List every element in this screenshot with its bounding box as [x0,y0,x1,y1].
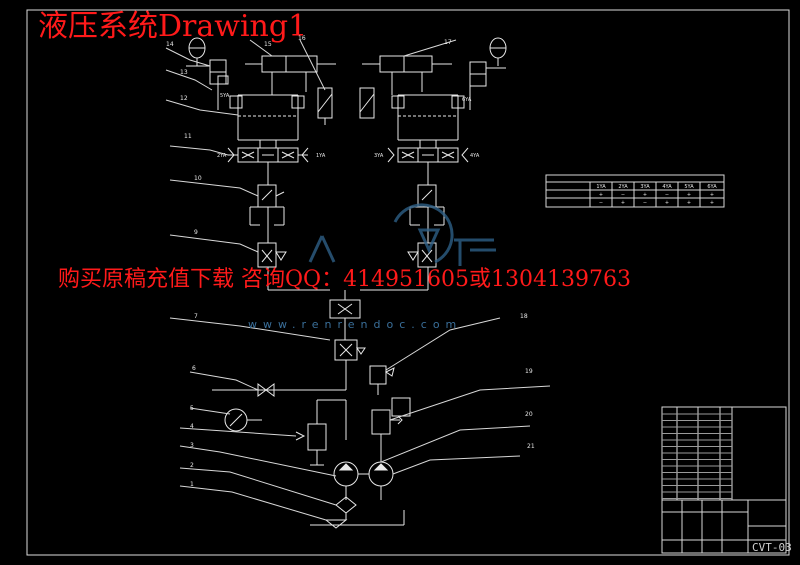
callout-4: 4 [190,423,194,430]
callout-16: 16 [298,35,306,42]
right-cylinder-group [362,37,507,110]
table-cell: + [687,200,691,206]
callout-1: 1 [190,481,194,488]
right-valve-block [359,87,465,148]
callout-labels: 14 13 12 11 10 9 7 6 5 4 3 2 1 15 16 17 … [166,35,535,488]
logo-watermark [308,203,496,266]
title-block [661,406,787,554]
solenoid-3ya: 3YA [374,153,384,159]
drawing-title: 液压系统Drawing1 [38,9,308,44]
table-header-2ya: 2YA [618,184,628,190]
left-check-valve [209,59,227,73]
solenoid-labels: 5YA 6YA 2YA 1YA 3YA 4YA [217,93,480,159]
table-header-1ya: 1YA [596,184,606,190]
solenoid-4ya: 4YA [470,153,480,159]
title-block-rows [662,413,732,499]
callout-2: 2 [190,462,194,469]
callout-14: 14 [166,41,174,48]
table-cell: + [621,200,625,206]
callout-17: 17 [444,39,452,46]
central-valve [329,290,361,340]
left-relief-valve [257,242,330,291]
left-valve-block [229,87,333,148]
callout-6: 6 [192,365,196,372]
table-cell: + [710,192,714,198]
callout-11: 11 [184,133,192,140]
filter-and-tank [310,496,405,529]
callout-19: 19 [525,368,533,375]
solenoid-2ya: 2YA [217,153,227,159]
solenoid-6ya: 6YA [462,97,472,103]
right-throttle-valve [409,184,445,243]
right-directional-valve [387,147,469,185]
pump-group [333,461,394,500]
callout-18: 18 [520,313,528,320]
main-relief-valve [295,399,347,466]
purchase-watermark: 购买原稿充值下载 咨询QQ：414951605或1304139763 [58,267,632,292]
table-cell: + [687,192,691,198]
table-cell: − [621,192,625,198]
table-cell: + [643,192,647,198]
callout-7: 7 [194,313,198,320]
callout-20: 20 [525,411,533,418]
solenoid-action-table [545,174,725,208]
table-cell: − [665,192,669,198]
table-cell: + [710,200,714,206]
pressure-reducing-valve [334,339,366,375]
table-header-3ya: 3YA [640,184,650,190]
callout-9: 9 [194,229,198,236]
left-throttle-valve [249,184,285,243]
pressure-gauge [224,408,262,432]
left-directional-valve [227,147,309,185]
watermark-url: www.renrendoc.com [248,318,463,331]
sheet-border [26,9,790,556]
action-table-text: 1YA 2YA 3YA 4YA 5YA 6YA + − + − + + − + … [596,184,717,206]
callout-13: 13 [180,69,188,76]
table-cell: + [599,192,603,198]
callout-21: 21 [527,443,535,450]
callout-5: 5 [190,405,194,412]
table-header-6ya: 6YA [707,184,717,190]
shutoff-valve [212,375,347,397]
drawing-number: CVT-03 [752,541,792,554]
right-relief-valve [360,242,437,291]
table-cell: − [643,200,647,206]
solenoid-5ya: 5YA [220,93,230,99]
callout-10: 10 [194,175,202,182]
leader-lines [165,39,551,521]
left-cylinder-group [186,37,336,110]
callout-12: 12 [180,95,188,102]
right-cylinder [379,55,433,73]
table-header-5ya: 5YA [684,184,694,190]
solenoid-1ya: 1YA [316,153,326,159]
sequence-valve [369,365,395,395]
callout-3: 3 [190,442,194,449]
callout-15: 15 [264,41,272,48]
table-cell: + [665,200,669,206]
table-cell: − [599,200,603,206]
table-header-4ya: 4YA [662,184,672,190]
